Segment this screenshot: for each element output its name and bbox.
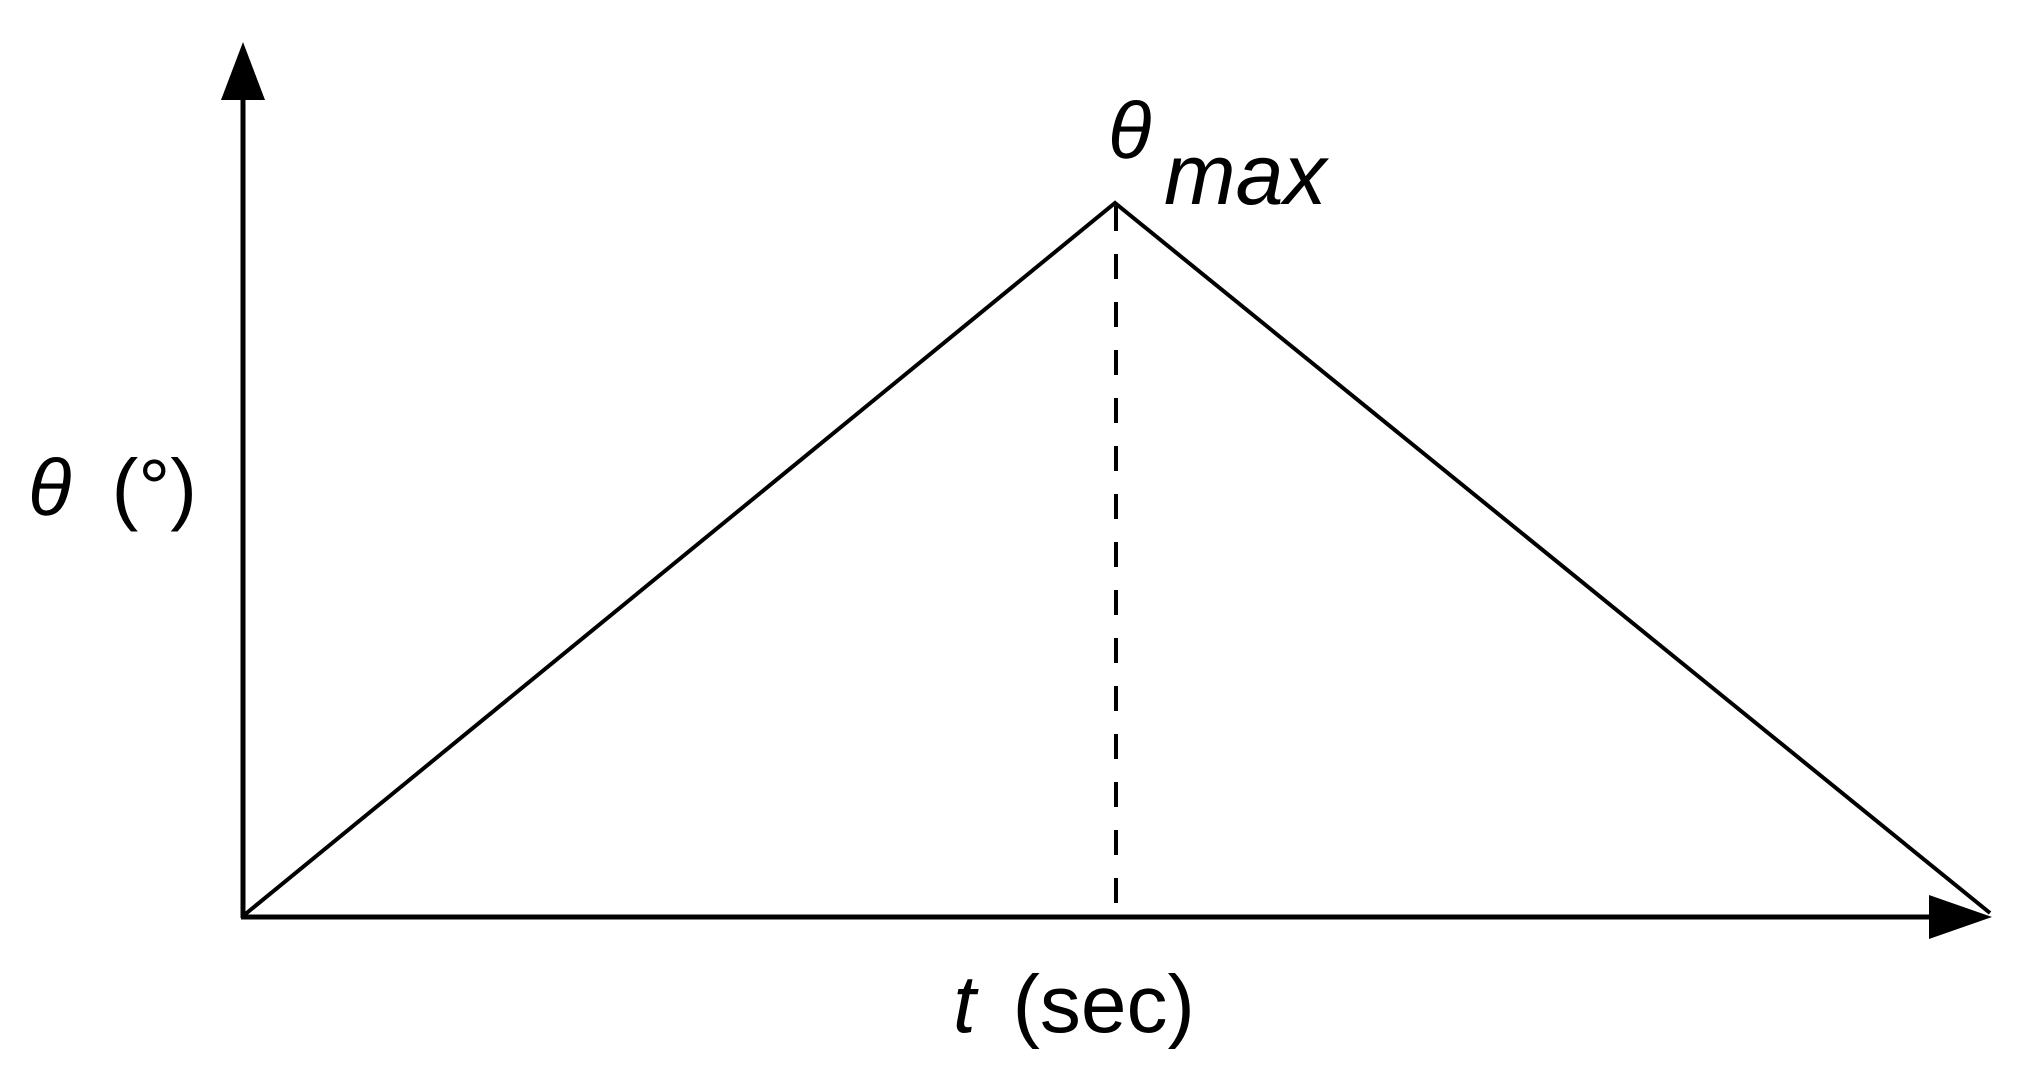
y-axis (221, 42, 265, 918)
peak-label-subscript: max (1164, 127, 1329, 223)
x-axis-unit: (sec) (1013, 959, 1195, 1050)
theta-profile-line (241, 200, 1992, 918)
y-axis-arrowhead-icon (221, 42, 265, 100)
x-axis-symbol: t (953, 959, 979, 1050)
peak-label-symbol: θ (1108, 86, 1151, 175)
x-axis (241, 895, 1992, 939)
x-axis-label: t (sec) (953, 959, 1195, 1050)
peak-label: θ max (1108, 86, 1329, 223)
y-axis-label: θ (°) (28, 443, 197, 532)
x-axis-arrowhead-icon (1929, 895, 1992, 939)
y-axis-symbol: θ (28, 443, 71, 532)
y-axis-unit: (°) (112, 443, 197, 532)
